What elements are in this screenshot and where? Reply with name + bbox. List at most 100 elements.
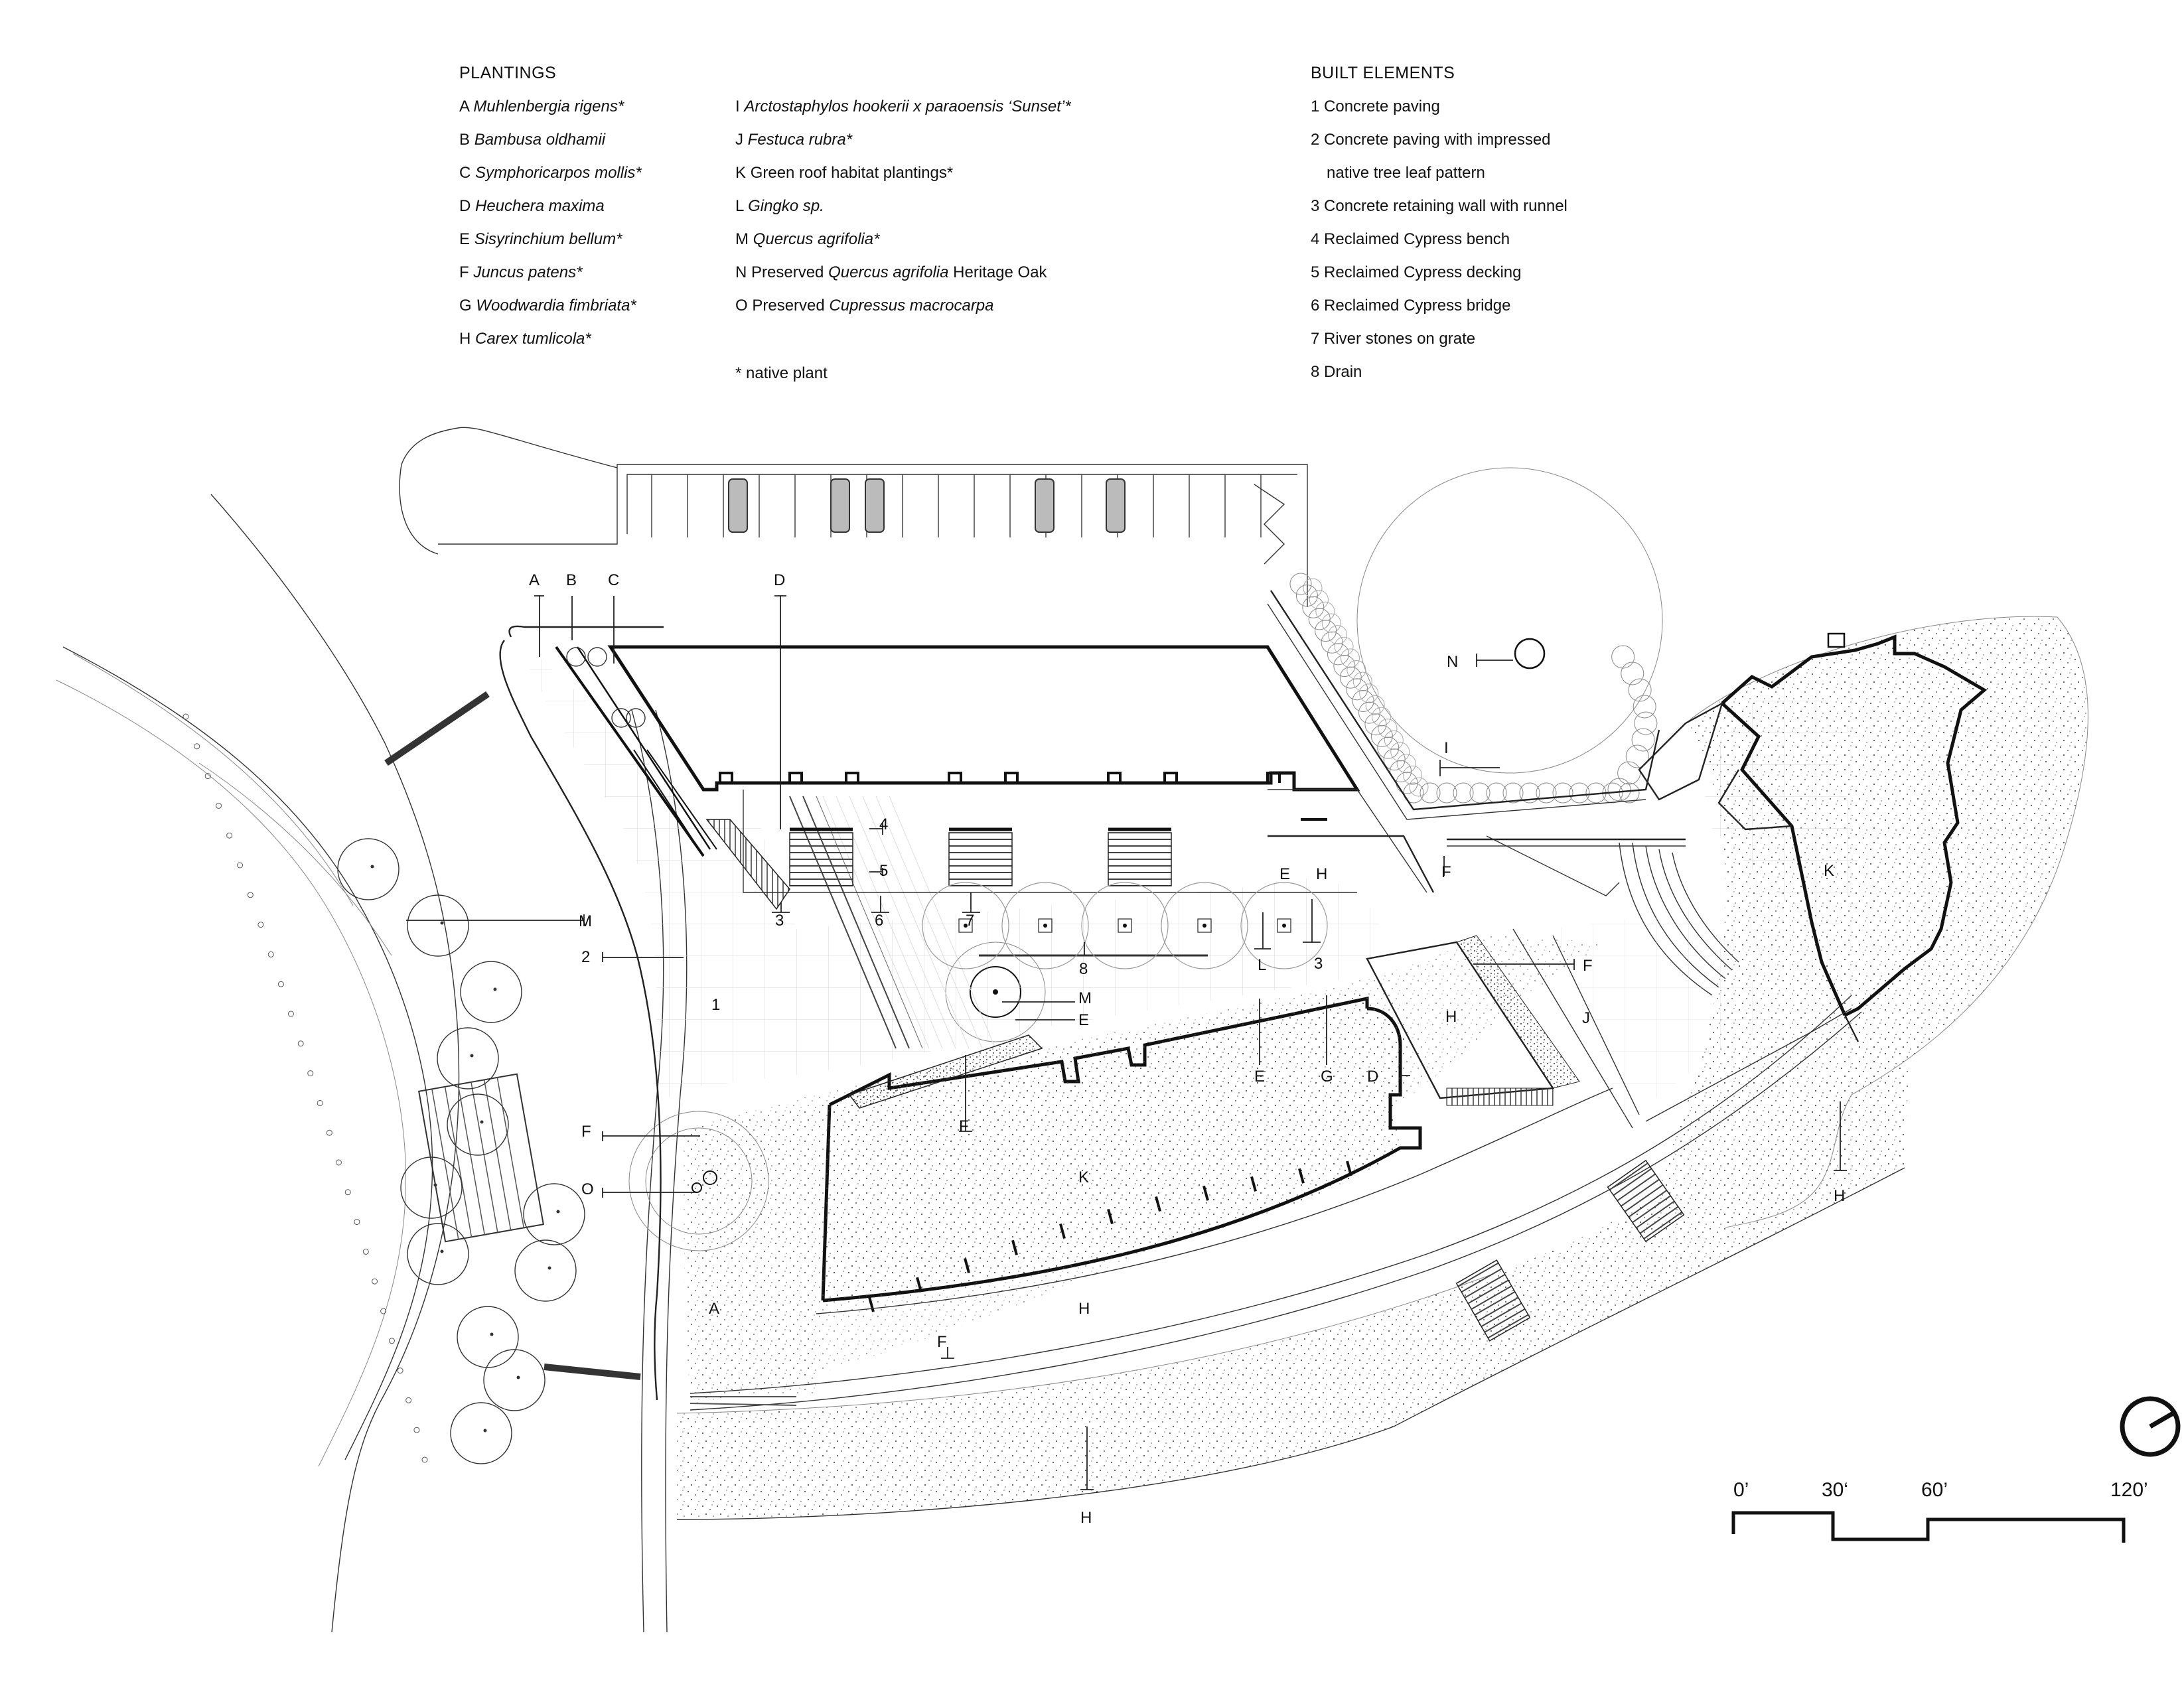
label-3-right: 3	[1314, 955, 1323, 973]
green-roof-right	[1638, 616, 2088, 1228]
planting-legend-item: K Green roof habitat plantings*	[735, 164, 953, 182]
planting-legend-item: M Quercus agrifolia*	[735, 230, 880, 248]
scale-tick-30: 30‘	[1822, 1479, 1848, 1501]
label-f-right: F	[1583, 957, 1593, 975]
planting-key: E	[459, 230, 474, 248]
label-5: 5	[879, 862, 888, 880]
label-e-low: E	[1254, 1068, 1265, 1086]
label-k-lower: K	[1078, 1168, 1089, 1186]
ginkgo-trees	[922, 882, 1328, 969]
label-g: G	[1321, 1068, 1333, 1086]
label-h-top: H	[1316, 865, 1327, 883]
heritage-oak-n	[1356, 467, 1663, 774]
label-h-bottom: H	[1080, 1509, 1092, 1527]
h-block	[1366, 928, 1633, 1129]
label-j: J	[1582, 1009, 1590, 1027]
native-note: * native plant	[735, 364, 828, 382]
label-h-lower: H	[1078, 1300, 1090, 1318]
scale-tick-0: 0’	[1733, 1479, 1749, 1501]
main-building	[607, 645, 1435, 893]
planting-legend-item: F Juncus patens*	[459, 263, 583, 281]
label-a-bottom: A	[709, 1300, 719, 1318]
label-d-top: D	[774, 571, 785, 589]
label-o: O	[581, 1180, 594, 1198]
planting-key: O	[735, 297, 752, 315]
label-1: 1	[711, 996, 720, 1014]
road-markers	[182, 713, 428, 1463]
built-legend-item: 2 Concrete paving with impressed	[1311, 131, 1551, 149]
planting-legend-item: E Sisyrinchium bellum*	[459, 230, 622, 248]
planting-key: I	[735, 98, 744, 115]
plantings-title: PLANTINGS	[459, 64, 556, 82]
planting-legend-item: G Woodwardia fimbriata*	[459, 297, 636, 315]
legend: PLANTINGS A Muhlenbergia rigens* B Bambus…	[459, 64, 1567, 382]
plaza-edges	[499, 625, 664, 1401]
parked-car	[728, 478, 1126, 533]
planting-key: L	[735, 197, 748, 215]
scale-tick-60: 60’	[1921, 1479, 1948, 1501]
label-b: B	[566, 571, 577, 589]
label-e-mid: E	[1078, 1011, 1089, 1029]
planting-key: K	[735, 164, 751, 182]
built-legend-item: 3 Concrete retaining wall with runnel	[1311, 197, 1567, 215]
retaining-wall-i	[1267, 590, 1686, 896]
built-legend-item: native tree leaf pattern	[1327, 164, 1485, 182]
planting-key: A	[459, 98, 473, 115]
leader-lines	[406, 595, 1847, 1490]
built-legend-item: 8 Drain	[1311, 363, 1362, 381]
planting-key: N	[735, 263, 751, 281]
planting-key: J	[735, 131, 748, 149]
planting-key: B	[459, 131, 474, 149]
planting-key: M	[735, 230, 753, 248]
parking-lot	[399, 427, 1308, 607]
label-f-left: F	[581, 1123, 591, 1141]
planting-legend-item: H Carex tumlicola*	[459, 330, 591, 348]
planting-area-a	[684, 1105, 823, 1397]
label-h-mid: H	[1445, 1008, 1457, 1026]
label-m-left: M	[579, 912, 592, 930]
planting-legend-item: O Preserved Cupressus macrocarpa	[735, 297, 994, 315]
planting-key: C	[459, 164, 475, 182]
label-6: 6	[875, 912, 883, 930]
label-a-top: A	[529, 571, 540, 589]
label-d-mid: D	[1367, 1068, 1378, 1086]
shrub-band-i	[1289, 573, 1658, 804]
street-trees	[337, 838, 585, 1464]
label-n: N	[1447, 653, 1458, 671]
built-legend-item: 7 River stones on grate	[1311, 330, 1475, 348]
north-arrow-icon	[2120, 1396, 2181, 1457]
planting-key: G	[459, 297, 476, 315]
planting-legend-item: A Muhlenbergia rigens*	[459, 98, 624, 115]
built-legend-item: 6 Reclaimed Cypress bridge	[1311, 297, 1510, 315]
label-3-left: 3	[775, 912, 784, 930]
built-legend-item: 1 Concrete paving	[1311, 98, 1440, 115]
label-2: 2	[581, 948, 590, 966]
scale-tick-120: 120’	[2110, 1479, 2148, 1501]
built-legend-item: 4 Reclaimed Cypress bench	[1311, 230, 1510, 248]
scale-bar: 0’ 30‘ 60’ 120’	[1731, 1479, 2148, 1543]
label-l: L	[1258, 956, 1266, 974]
label-k-right: K	[1824, 862, 1834, 880]
label-4: 4	[879, 815, 888, 833]
label-c: C	[608, 571, 619, 589]
planting-legend-item: L Gingko sp.	[735, 197, 824, 215]
label-f-top: F	[1441, 863, 1451, 881]
planting-legend-item: D Heuchera maxima	[459, 197, 605, 215]
planting-legend-item: J Festuca rubra*	[735, 131, 853, 149]
label-7: 7	[966, 912, 974, 930]
planting-legend-item: N Preserved Quercus agrifolia Heritage O…	[735, 263, 1048, 281]
plan-labels: A B C D M 2 1 F O A 4 5 3 6 7 8 L 3 E H …	[529, 571, 1845, 1527]
paving-j	[1552, 909, 1852, 1122]
planting-legend-item: I Arctostaphylos hookerii x paraoensis ‘…	[735, 98, 1071, 115]
plantings-list: A Muhlenbergia rigens* B Bambusa oldhamii…	[459, 98, 1071, 348]
planting-legend-item: B Bambusa oldhamii	[459, 131, 606, 149]
label-h-right: H	[1834, 1187, 1845, 1205]
label-f-mid: F	[959, 1117, 969, 1135]
label-i: I	[1444, 739, 1449, 757]
label-f-lower: F	[937, 1333, 947, 1351]
label-e-top: E	[1279, 865, 1290, 883]
planting-key: F	[459, 263, 473, 281]
label-m-mid: M	[1078, 989, 1092, 1007]
boardwalk	[384, 691, 641, 1380]
